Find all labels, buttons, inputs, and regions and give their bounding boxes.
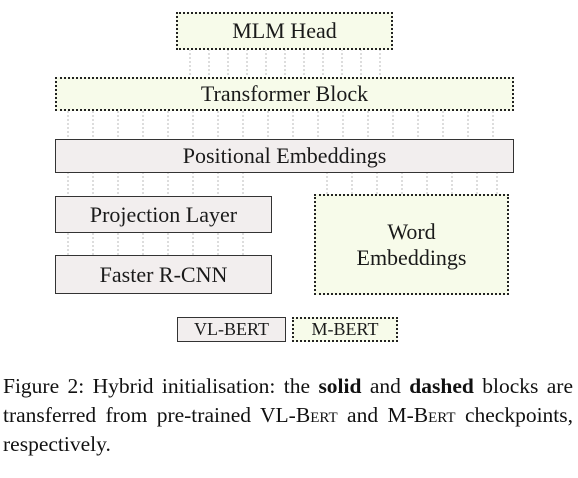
caption-middle: blocks are transferred from pre-trained … bbox=[3, 374, 573, 427]
mlm-head-block: MLM Head bbox=[176, 12, 393, 50]
caption-prefix: Figure 2: Hybrid initialisation: the bbox=[3, 374, 311, 398]
legend-dashed-label: M-BERT bbox=[311, 319, 379, 340]
faster-rcnn-label: Faster R-CNN bbox=[99, 261, 228, 287]
mlm-head-label: MLM Head bbox=[232, 18, 337, 44]
word-embeddings-label-line2: Embeddings bbox=[356, 244, 467, 270]
legend-solid-swatch: VL-BERT bbox=[177, 317, 286, 342]
positional-embeddings-block: Positional Embeddings bbox=[55, 139, 514, 173]
caption-bert1-rest: ert bbox=[310, 403, 338, 427]
word-embeddings-label-line1: Word bbox=[387, 219, 436, 245]
caption-dashed: dashed bbox=[409, 374, 474, 398]
architecture-diagram: MLM Head Transformer Block Positional Em… bbox=[55, 12, 514, 342]
transformer-block-label: Transformer Block bbox=[200, 81, 369, 107]
word-embeddings-block: Word Embeddings bbox=[314, 194, 509, 295]
caption-and: and bbox=[369, 374, 401, 398]
faster-rcnn-block: Faster R-CNN bbox=[55, 255, 272, 294]
legend-dashed-swatch: M-BERT bbox=[292, 317, 398, 342]
caption-bert1-initial: B bbox=[295, 403, 311, 427]
legend-solid-label: VL-BERT bbox=[194, 319, 269, 340]
connector-lines bbox=[67, 49, 498, 255]
caption-solid: solid bbox=[318, 374, 362, 398]
transformer-block: Transformer Block bbox=[55, 77, 514, 111]
projection-layer-block: Projection Layer bbox=[55, 196, 272, 233]
positional-embeddings-label: Positional Embeddings bbox=[182, 143, 387, 169]
caption-bert2-rest: ert bbox=[428, 403, 456, 427]
caption-and2: and bbox=[347, 403, 379, 427]
figure-caption: Figure 2: Hybrid initialisation: the sol… bbox=[3, 372, 573, 459]
caption-suffix: checkpoints, respectively. bbox=[3, 403, 574, 456]
caption-m-prefix: M- bbox=[387, 403, 414, 427]
projection-layer-label: Projection Layer bbox=[89, 201, 238, 227]
caption-bert2-initial: B bbox=[413, 403, 429, 427]
